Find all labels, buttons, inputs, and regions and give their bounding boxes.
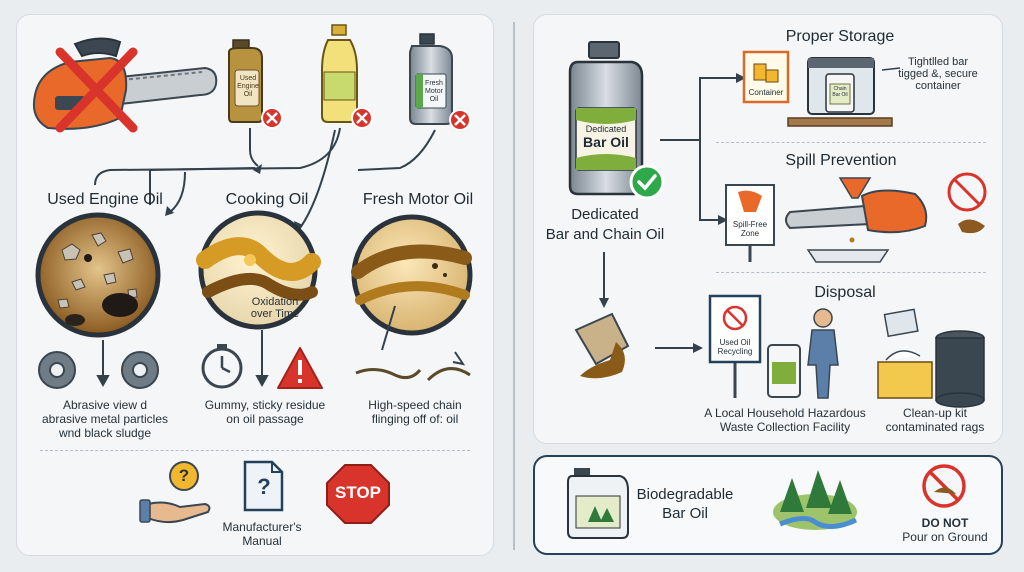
oil-drum-icon [935,330,985,408]
spill-sign-line: Zone [740,229,760,238]
caption-line: High-speed chain [368,398,462,412]
dedicated-line: Dedicated [571,206,639,223]
center-divider [513,22,515,550]
biodegradable-label: Biodegradable Bar Oil [630,485,740,523]
stop-sign-icon [326,464,390,524]
stop-sign-text: STOP [335,483,381,502]
manual-question-mark: ? [257,474,271,499]
chainsaw-funnel-icon [785,177,928,263]
inset-line: Oxidation [251,296,299,308]
bio-line: Biodegradable [636,486,734,503]
caption-line: abrasive metal particles [41,412,169,426]
stopwatch-icon [201,344,243,389]
facility-line: A Local Household Hazardous [704,406,866,420]
facility-caption: A Local Household Hazardous Waste Collec… [700,406,870,434]
recycling-sign-line: Recycling [717,347,753,356]
cleanup-caption: Clean-up kit contaminated rags [880,406,990,434]
bio-line: Bar Oil [662,505,708,522]
chain-fling-magnifier-icon [351,214,473,336]
dedicated-line: Bar and Chain Oil [545,226,665,243]
bottle-label-line: Oil [243,91,253,98]
bottle-label-line: Used [239,75,257,82]
pour-oil-icon [574,312,630,379]
gear-icon [38,351,159,389]
warning-line: DO NOT [921,516,969,530]
manual-line: Manual [242,534,282,548]
jar-label-line: Bar Oil [832,92,848,98]
caption-line: on oil passage [226,412,304,426]
container-sign-label: Container [748,88,784,97]
caption-line: wnd black sludge [58,426,152,440]
cooking-oil-title: Cooking Oil [225,191,309,208]
storage-separator [716,142,986,143]
used-engine-oil-bottle-icon [228,39,283,129]
dedicated-oil-label: Dedicated Bar and Chain Oil [535,205,675,245]
forest-river-icon [773,470,858,530]
used-engine-oil-title: Used Engine Oil [47,191,163,208]
spill-separator [716,272,986,273]
bottle-label-line: Bar Oil [583,134,629,150]
recycling-sign-label: Used Oil Recycling [710,338,760,356]
fresh-motor-oil-title: Fresh Motor Oil [362,191,474,208]
cleanup-kit-icon [877,308,933,399]
inset-line: over Time [250,308,300,320]
cleanup-line: Clean-up kit [902,406,968,420]
warning-line: Pour on Ground [902,530,988,544]
person-icon [807,308,839,399]
recycling-sign-line: Used Oil [719,338,751,347]
spill-free-sign-label: Spill-Free Zone [726,220,774,238]
spill-prevention-title: Spill Prevention [785,152,897,169]
caption-line: Abrasive view d [62,398,148,412]
storage-note: Tightlled bar tigged &, secure container [888,56,988,92]
used-engine-oil-caption: Abrasive view d abrasive metal particles… [30,398,180,440]
facility-line: Waste Collection Facility [719,420,851,434]
manual-line: Manufacturer's [222,520,302,534]
spill-sign-line: Spill-Free [732,220,768,229]
bar-oil-bottle-label: Dedicated Bar Oil [576,124,636,150]
sludge-magnifier-icon [35,212,161,338]
fresh-motor-oil-bottle-icon [409,33,471,131]
caption-line: Gummy, sticky residue [204,398,326,412]
jar-label-line: Chain [833,86,847,92]
spill-free-sign-icon [725,184,775,262]
storage-note-line: tigged &, secure [898,68,978,80]
bar-oil-bottle-icon [568,41,665,200]
bottle-label-line: Motor [425,88,443,95]
container-sign-icon [742,50,790,104]
warning-icon [277,347,323,389]
used-oil-bottle-label: Used Engine Oil [233,75,263,99]
proper-storage-title: Proper Storage [785,28,895,45]
oxidation-magnifier-icon [196,210,321,330]
storage-note-line: Tightlled bar [907,56,969,68]
manual-icon [243,460,284,512]
bottle-label-line: Engine [237,83,259,90]
chainsaw-crossed-icon [32,37,218,133]
bottle-label-line: Oil [429,96,439,103]
manufacturers-manual-label: Manufacturer's Manual [220,520,304,548]
help-hand-icon [139,461,211,524]
biodegradable-jug-icon [567,468,629,539]
caption-line: flinging off of: oil [371,412,459,426]
left-dashed-separator [40,450,470,451]
storage-note-line: container [915,80,961,92]
jar-label: Chain Bar Oil [830,86,850,98]
cleanup-line: contaminated rags [885,420,985,434]
bottle-label-line: Fresh [425,80,443,87]
used-oil-recycling-sign-icon [708,294,801,398]
cooking-oil-bottle-icon [321,24,373,129]
help-question-mark: ? [178,466,190,485]
bottle-label-line: Dedicated [585,124,627,134]
cooking-oil-caption: Gummy, sticky residue on oil passage [195,398,335,426]
do-not-pour-warning: DO NOT Pour on Ground [900,516,990,544]
storage-cabinet-icon [787,57,893,127]
fresh-motor-oil-caption: High-speed chain flinging off of: oil [350,398,480,426]
oxidation-inset-text: Oxidation over Time [240,296,310,320]
no-spill-icon [947,172,987,234]
chain-fling-icon [355,351,471,382]
fresh-oil-bottle-label: Fresh Motor Oil [420,80,448,104]
disposal-title: Disposal [814,284,876,301]
no-pour-icon [922,464,966,508]
